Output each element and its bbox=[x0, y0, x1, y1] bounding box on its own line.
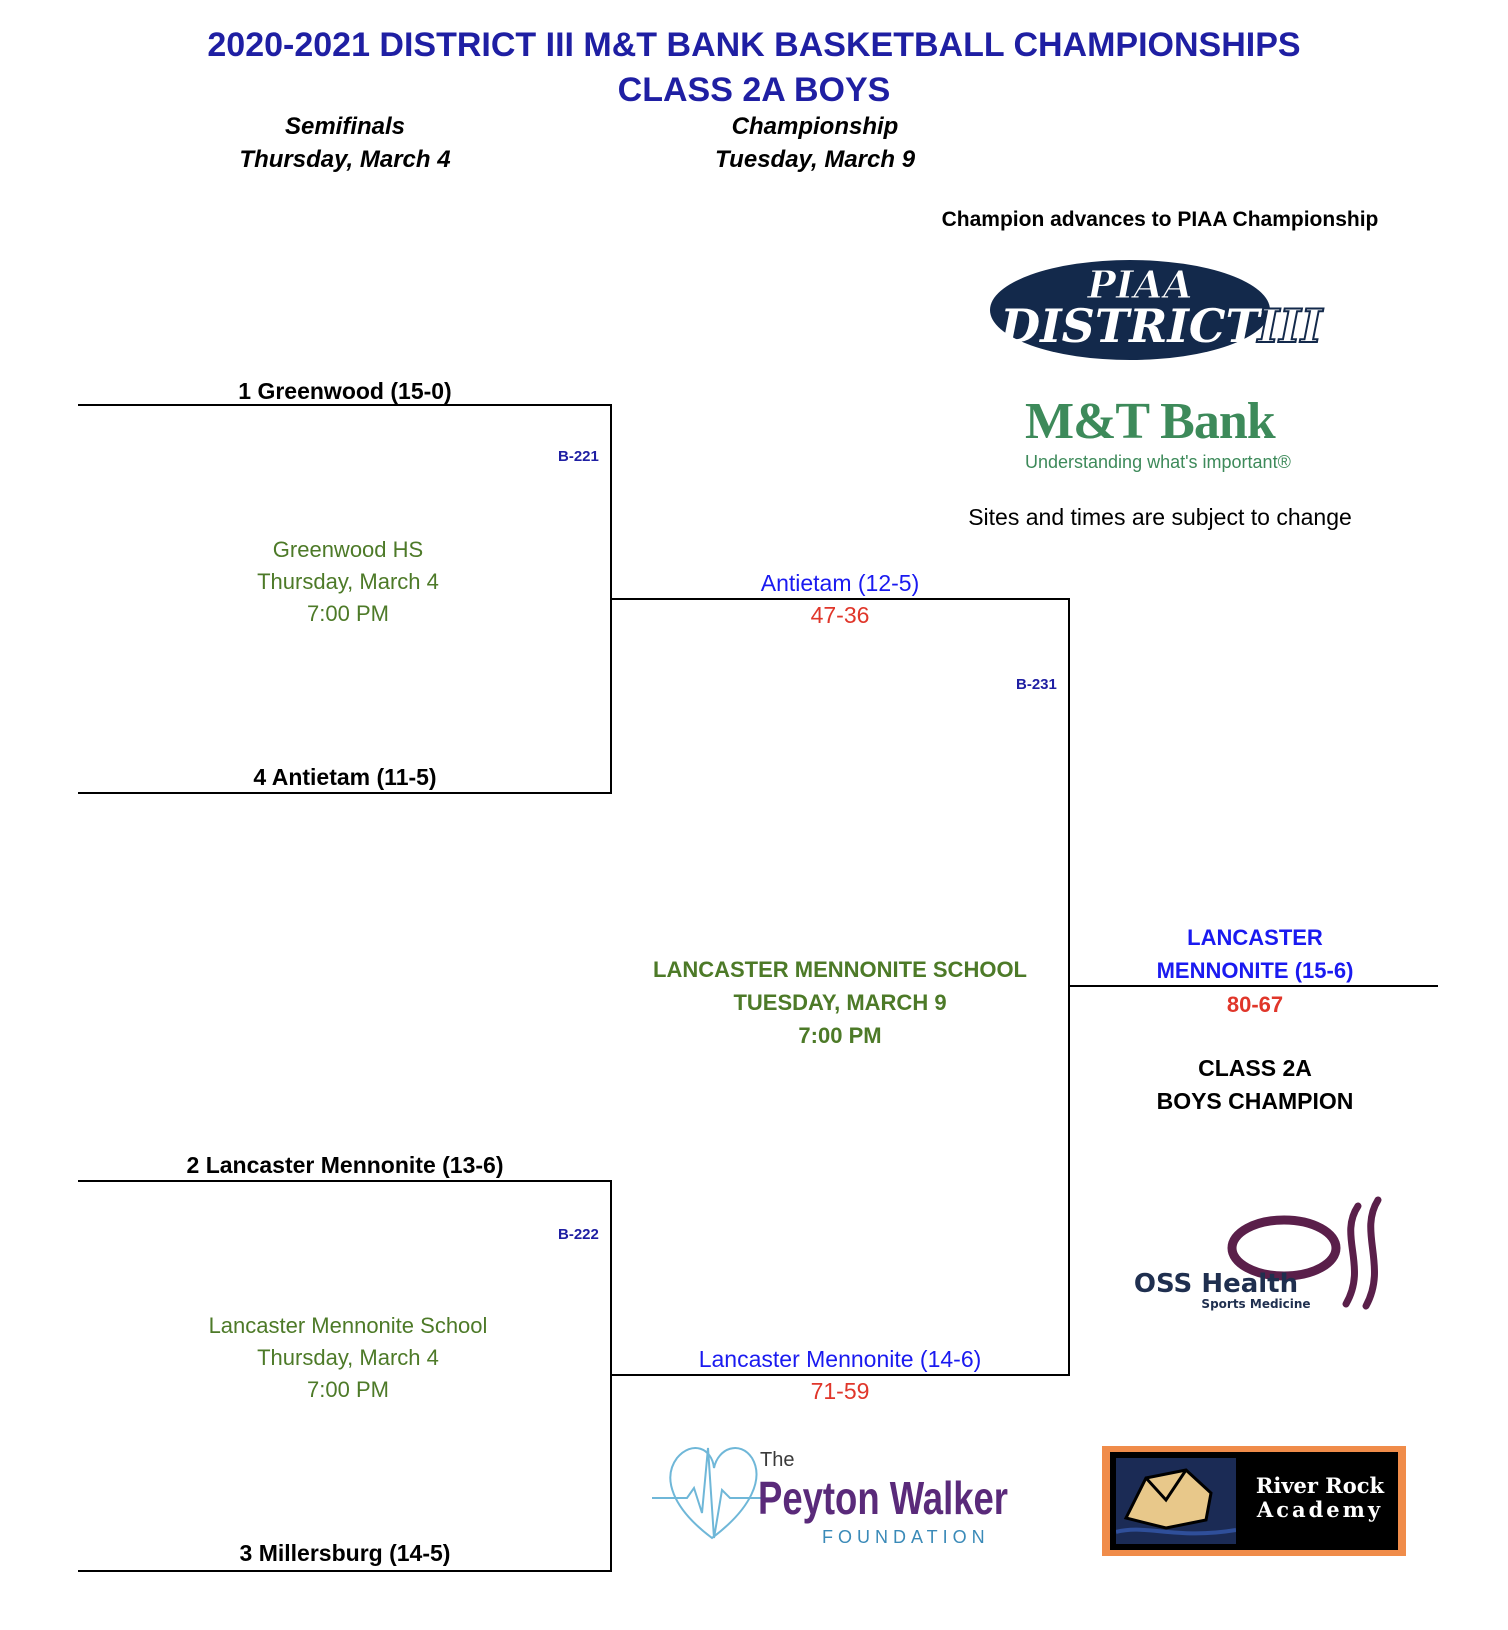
round-name: Semifinals bbox=[284, 113, 406, 140]
sf2-bottom-team: 3 Millersburg (14-5) bbox=[239, 1540, 451, 1566]
champion-title-line2: BOYS CHAMPION bbox=[1156, 1088, 1354, 1114]
champion-title-line1: CLASS 2A bbox=[1198, 1055, 1312, 1081]
final-site: LANCASTER MENNONITE SCHOOL bbox=[653, 957, 1027, 982]
mt-bank-logo: M&T Bank Understanding what's important® bbox=[1025, 394, 1345, 484]
sf2-connector bbox=[610, 1180, 612, 1572]
sf2-score: 71-59 bbox=[810, 1378, 870, 1404]
page-title: 2020-2021 DISTRICT III M&T BANK BASKETBA… bbox=[207, 26, 1301, 64]
round-header-championship: Championship Tuesday, March 9 bbox=[660, 110, 970, 176]
round-header-semifinals: Semifinals Thursday, March 4 bbox=[190, 110, 500, 176]
sf1-site: Greenwood HS bbox=[272, 537, 424, 562]
river-rock-logo: River Rock Academy bbox=[1102, 1446, 1406, 1556]
sf1-score: 47-36 bbox=[810, 602, 870, 628]
sf2-venue: Lancaster Mennonite School Thursday, Mar… bbox=[158, 1310, 538, 1406]
game-code-b221: B-221 bbox=[558, 448, 599, 465]
district-text: DISTRICT bbox=[998, 299, 1263, 353]
page-subtitle: CLASS 2A BOYS bbox=[617, 71, 891, 109]
oss-health-sub: Sports Medicine bbox=[1201, 1297, 1310, 1311]
champion-line1: LANCASTER bbox=[1187, 925, 1323, 950]
sf2-winner-line bbox=[610, 1374, 1070, 1376]
final-connector bbox=[1068, 598, 1070, 1376]
champion-title: CLASS 2A BOYS CHAMPION bbox=[1100, 1052, 1410, 1118]
round-date: Thursday, March 4 bbox=[239, 146, 451, 173]
sf1-time: 7:00 PM bbox=[307, 601, 389, 626]
river-rock-name: River Rock bbox=[1255, 1473, 1385, 1498]
sf2-top-team: 2 Lancaster Mennonite (13-6) bbox=[186, 1152, 504, 1178]
river-rock-text: River Rock Academy bbox=[1240, 1474, 1400, 1522]
district-numeral: III bbox=[1256, 299, 1324, 353]
sf2-site: Lancaster Mennonite School bbox=[208, 1313, 488, 1338]
piaa-district-logo: PIAA DISTRICT III bbox=[990, 258, 1340, 378]
final-venue: LANCASTER MENNONITE SCHOOL TUESDAY, MARC… bbox=[630, 953, 1050, 1052]
sf1-bottom-team: 4 Antietam (11-5) bbox=[253, 764, 437, 790]
sf2-top-line bbox=[78, 1180, 612, 1182]
river-rock-academy: Academy bbox=[1256, 1497, 1384, 1522]
sf1-top-line bbox=[78, 404, 612, 406]
sf1-top-team: 1 Greenwood (15-0) bbox=[238, 378, 452, 404]
game-code-b222: B-222 bbox=[558, 1226, 599, 1243]
peyton-the: The bbox=[760, 1449, 794, 1471]
piaa-text: PIAA bbox=[1086, 262, 1192, 307]
sf1-winner: Antietam (12-5) bbox=[760, 570, 920, 596]
sf2-winner: Lancaster Mennonite (14-6) bbox=[698, 1346, 982, 1372]
final-date: TUESDAY, MARCH 9 bbox=[733, 990, 947, 1015]
rock-icon bbox=[1116, 1458, 1236, 1544]
disclaimer-note: Sites and times are subject to change bbox=[968, 504, 1352, 530]
champion-team: LANCASTER MENNONITE (15-6) bbox=[1100, 921, 1410, 987]
sf2-bottom-line bbox=[78, 1570, 612, 1572]
sf1-winner-line bbox=[610, 598, 1070, 600]
sf1-venue: Greenwood HS Thursday, March 4 7:00 PM bbox=[178, 534, 518, 630]
final-score: 80-67 bbox=[1226, 992, 1284, 1017]
peyton-walker-logo: The Peyton Walker FOUNDATION bbox=[652, 1428, 1022, 1558]
oss-health-name: OSS Health bbox=[1134, 1269, 1298, 1299]
round-name: Championship bbox=[731, 113, 899, 140]
mt-bank-name: M&T Bank bbox=[1025, 393, 1276, 450]
sf2-date: Thursday, March 4 bbox=[257, 1345, 439, 1370]
oss-health-logo: OSS Health Sports Medicine bbox=[1106, 1196, 1406, 1316]
sf1-date: Thursday, March 4 bbox=[257, 569, 439, 594]
mt-bank-tagline: Understanding what's important® bbox=[1025, 452, 1291, 472]
sf1-bottom-line bbox=[78, 792, 612, 794]
final-time: 7:00 PM bbox=[798, 1023, 882, 1048]
champion-line bbox=[1068, 985, 1438, 987]
champion-line2: MENNONITE (15-6) bbox=[1156, 958, 1354, 983]
advance-note: Champion advances to PIAA Championship bbox=[941, 208, 1379, 231]
peyton-foundation: FOUNDATION bbox=[822, 1527, 990, 1547]
sf2-time: 7:00 PM bbox=[307, 1377, 389, 1402]
game-code-b231: B-231 bbox=[1016, 676, 1057, 693]
round-date: Tuesday, March 9 bbox=[714, 146, 916, 173]
peyton-name: Peyton Walker bbox=[758, 1472, 1008, 1524]
